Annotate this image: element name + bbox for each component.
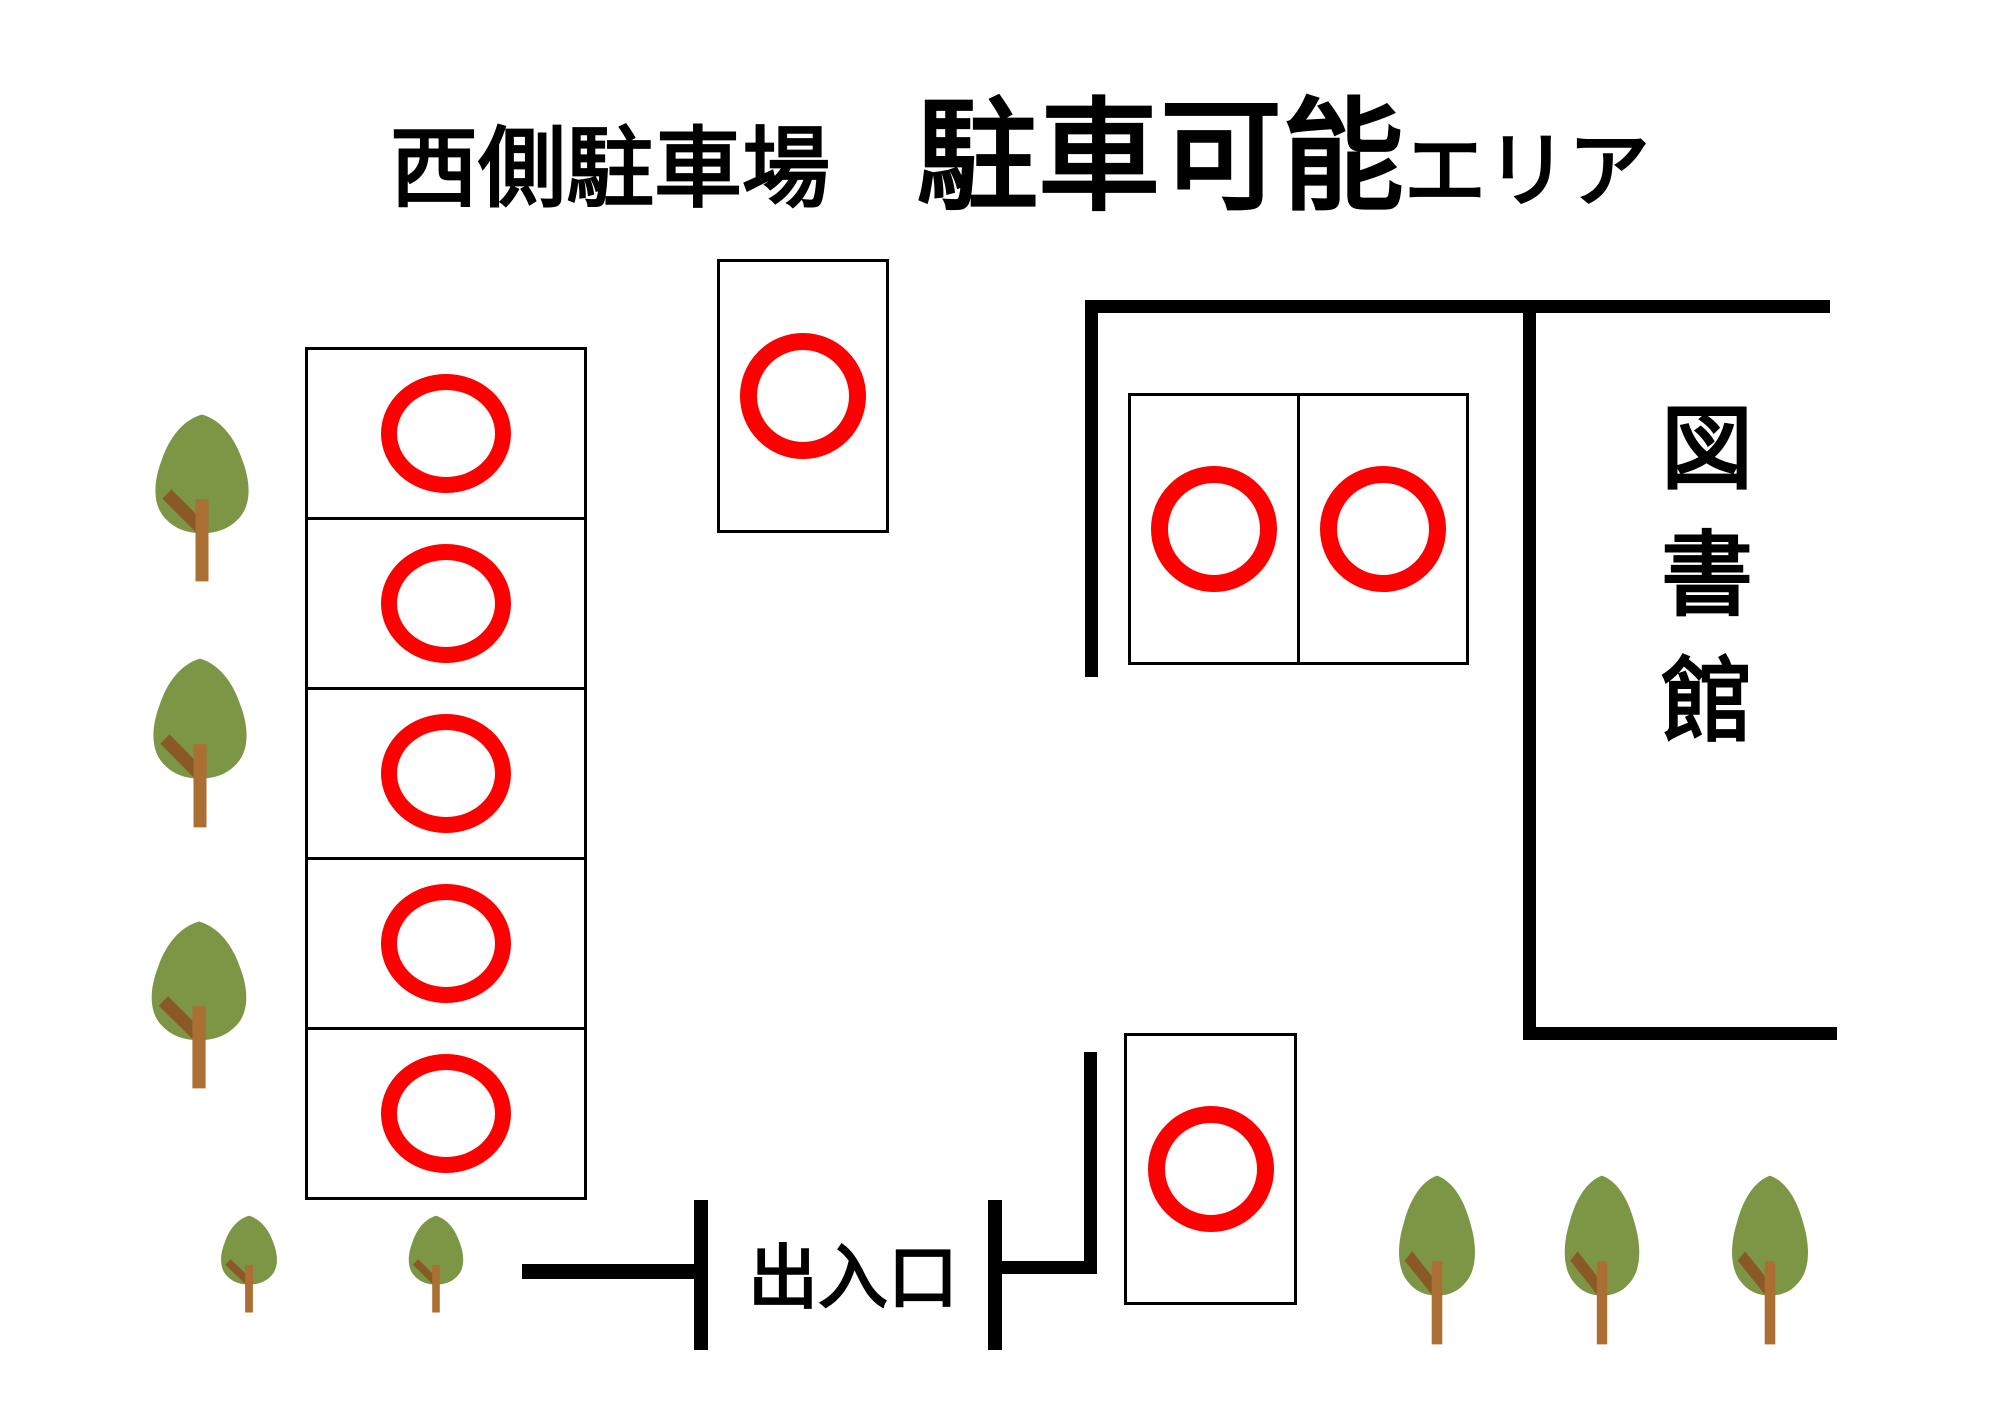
tree-icon [1732, 1175, 1808, 1345]
entrance-label: 出入口 [748, 1239, 958, 1317]
corridor-wall-line [1084, 1052, 1097, 1274]
driveway-left-wall-line [1085, 300, 1098, 677]
road-edge-line [522, 1264, 702, 1279]
available-circle-marker [1151, 466, 1277, 592]
available-circle-marker [381, 1054, 511, 1173]
library-label-char: 図 [1660, 399, 1753, 501]
parking-space [305, 347, 587, 520]
tree-icon [153, 658, 247, 828]
available-circle-marker [381, 714, 511, 833]
parking-space [305, 857, 587, 1030]
parking-space [1297, 393, 1469, 665]
parking-area-south-single [1124, 1033, 1297, 1305]
corridor-wall-line [992, 1261, 1097, 1274]
library-label-char: 書 [1660, 525, 1753, 627]
parking-area-north-single [717, 259, 889, 533]
library-bottom-wall-line [1523, 1027, 1837, 1040]
parking-area-east-pair [1128, 393, 1469, 665]
page-title: 西側駐車場 駐車可能 エリア [390, 96, 1650, 218]
library-top-wall-line [1085, 300, 1830, 313]
tree-icon [1399, 1175, 1475, 1345]
title-lot-name: 西側駐車場 [390, 119, 831, 218]
available-circle-marker [740, 333, 866, 459]
available-circle-marker [1320, 466, 1446, 592]
library-label-char: 館 [1660, 651, 1753, 753]
library-label: 図 書 館 [1655, 404, 1759, 782]
small-tree-icon [221, 1215, 277, 1313]
parking-space [305, 687, 587, 860]
available-circle-marker [381, 544, 511, 663]
parking-space [305, 517, 587, 690]
available-circle-marker [381, 884, 511, 1003]
tree-icon [155, 414, 249, 582]
tree-icon [1564, 1175, 1640, 1345]
parking-space [305, 1027, 587, 1200]
library-west-wall-line [1523, 300, 1536, 1040]
entrance-gate-post-right [988, 1200, 1002, 1350]
title-emphasis: 駐車可能 [916, 89, 1405, 225]
parking-space [1128, 393, 1300, 665]
tree-icon [151, 921, 247, 1089]
small-tree-icon [408, 1215, 464, 1313]
parking-area-west-column [305, 347, 587, 1200]
available-circle-marker [381, 374, 511, 493]
available-circle-marker [1147, 1106, 1274, 1232]
title-suffix: エリア [1404, 126, 1651, 217]
